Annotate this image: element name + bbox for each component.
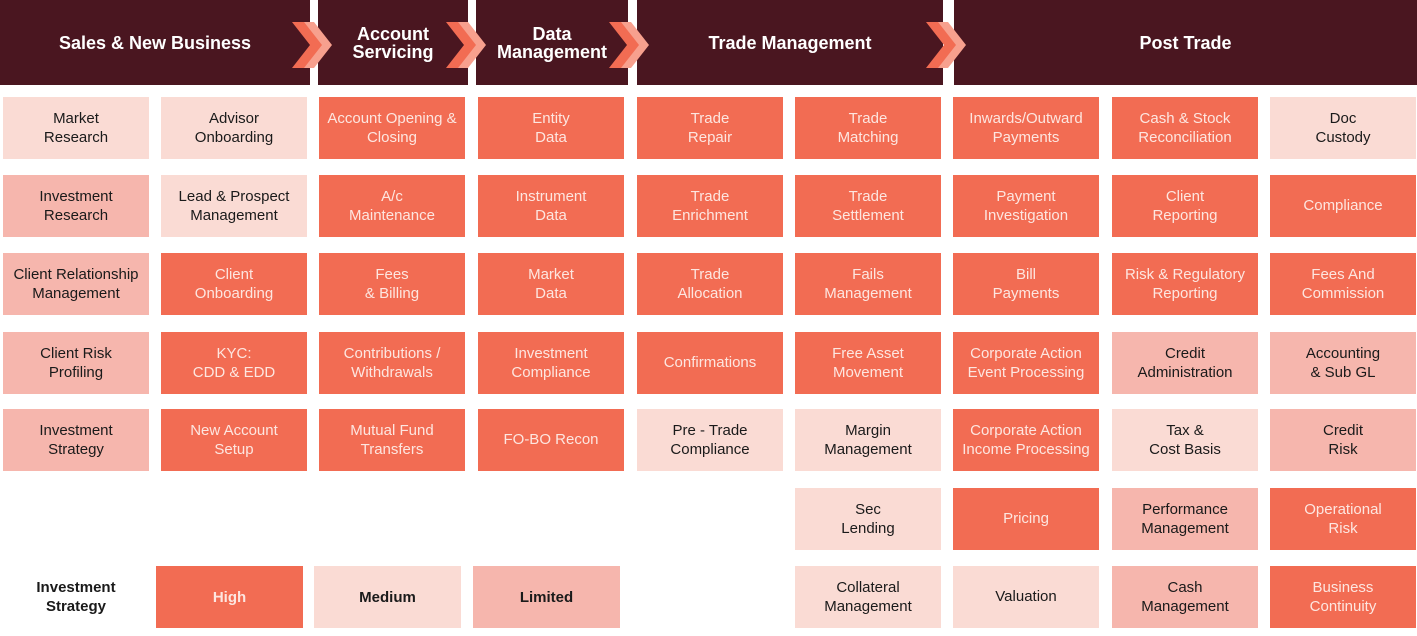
legend-high: High — [156, 566, 303, 628]
capability-box: Pricing — [953, 488, 1099, 550]
capability-box: Market Data — [478, 253, 624, 315]
chevron-right-icon — [926, 22, 966, 68]
capability-box: Lead & Prospect Management — [161, 175, 307, 237]
capability-box: Fees And Commission — [1270, 253, 1416, 315]
capability-box: Mutual Fund Transfers — [319, 409, 465, 471]
capability-box: Risk & Regulatory Reporting — [1112, 253, 1258, 315]
capability-box: Account Opening & Closing — [319, 97, 465, 159]
chevron-right-icon — [609, 22, 649, 68]
capability-box: Corporate Action Income Processing — [953, 409, 1099, 471]
capability-box: Credit Administration — [1112, 332, 1258, 394]
capability-box: Advisor Onboarding — [161, 97, 307, 159]
capability-box: Entity Data — [478, 97, 624, 159]
capability-box: Trade Allocation — [637, 253, 783, 315]
capability-box: Trade Repair — [637, 97, 783, 159]
capability-box: Cash & Stock Reconciliation — [1112, 97, 1258, 159]
capability-box: Trade Settlement — [795, 175, 941, 237]
chevron-right-icon — [446, 22, 486, 68]
header-data-management: Data Management — [476, 0, 628, 85]
capability-box: FO-BO Recon — [478, 409, 624, 471]
capability-box: Cash Management — [1112, 566, 1258, 628]
capability-box: Client Relationship Management — [3, 253, 149, 315]
capability-box: Market Research — [3, 97, 149, 159]
capability-box: Performance Management — [1112, 488, 1258, 550]
capability-box: Pre - Trade Compliance — [637, 409, 783, 471]
capability-box: Confirmations — [637, 332, 783, 394]
capability-box: Free Asset Movement — [795, 332, 941, 394]
capability-box: Client Risk Profiling — [3, 332, 149, 394]
capability-box: Investment Strategy — [3, 409, 149, 471]
capability-box: Margin Management — [795, 409, 941, 471]
header-trade-management: Trade Management — [637, 0, 943, 85]
capability-box: Investment Compliance — [478, 332, 624, 394]
capability-box: Sec Lending — [795, 488, 941, 550]
capability-box: Collateral Management — [795, 566, 941, 628]
capability-box: A/c Maintenance — [319, 175, 465, 237]
capability-box: Trade Enrichment — [637, 175, 783, 237]
capability-box: Payment Investigation — [953, 175, 1099, 237]
capability-box: New Account Setup — [161, 409, 307, 471]
header-post-trade: Post Trade — [954, 0, 1417, 85]
legend-medium: Medium — [314, 566, 461, 628]
capability-box: Bill Payments — [953, 253, 1099, 315]
capability-box: Fees & Billing — [319, 253, 465, 315]
capability-box: Operational Risk — [1270, 488, 1416, 550]
capability-box: Corporate Action Event Processing — [953, 332, 1099, 394]
chevron-right-icon — [292, 22, 332, 68]
legend-label: Investment Strategy — [36, 579, 116, 615]
capability-box: Client Onboarding — [161, 253, 307, 315]
header-sales-new-business: Sales & New Business — [0, 0, 310, 85]
capability-box: Business Continuity — [1270, 566, 1416, 628]
capability-box: Compliance — [1270, 175, 1416, 237]
capability-box: Accounting & Sub GL — [1270, 332, 1416, 394]
capability-box: Credit Risk — [1270, 409, 1416, 471]
capability-box: Investment Research — [3, 175, 149, 237]
capability-box: Fails Management — [795, 253, 941, 315]
header-account-servicing: Account Servicing — [318, 0, 468, 85]
capability-box: Doc Custody — [1270, 97, 1416, 159]
capability-box: Client Reporting — [1112, 175, 1258, 237]
capability-box: Inwards/Outward Payments — [953, 97, 1099, 159]
capability-box: Contributions / Withdrawals — [319, 332, 465, 394]
capability-box: Trade Matching — [795, 97, 941, 159]
legend-limited: Limited — [473, 566, 620, 628]
capability-box: Valuation — [953, 566, 1099, 628]
capability-box: Instrument Data — [478, 175, 624, 237]
capability-box: Tax & Cost Basis — [1112, 409, 1258, 471]
capability-box: KYC: CDD & EDD — [161, 332, 307, 394]
